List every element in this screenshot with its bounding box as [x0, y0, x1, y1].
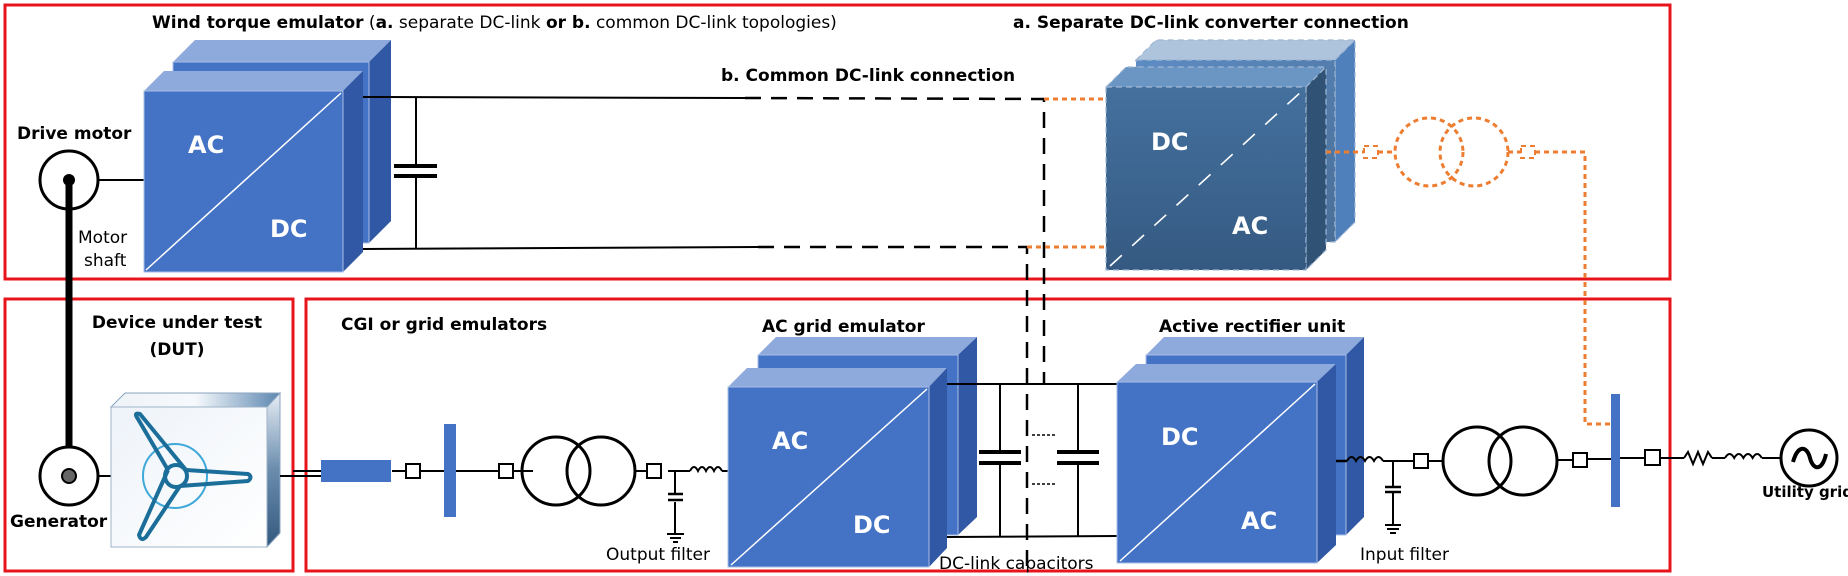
cgi-frame: [304, 297, 1672, 573]
dc-link-capacitors-label: DC-link capacitors: [939, 554, 1094, 574]
breaker-icon: [646, 463, 662, 479]
inductor-icon: [1724, 453, 1763, 461]
drive-motor: [38, 149, 144, 476]
motor-shaft-label-line2: shaft: [84, 251, 127, 271]
drive-motor-label: Drive motor: [17, 124, 132, 144]
cgi-title: CGI or grid emulators: [341, 315, 547, 335]
grid-bus-bar: [1611, 394, 1620, 507]
utility-grid-label: Utility grid: [1762, 483, 1848, 501]
grid-transformer-icon: [1441, 425, 1559, 497]
grid-impedance: [1660, 449, 1781, 467]
generator-label: Generator: [10, 512, 108, 532]
dc-link-capacitors: [946, 383, 1118, 538]
separate-converter-top-label: DC: [1151, 128, 1189, 156]
output-filter: [667, 492, 684, 543]
separate-dc-link-connection: [1027, 97, 1611, 426]
breaker-icon: [498, 463, 514, 479]
ac-grid-emulator-converter: AC DC: [727, 337, 977, 568]
ac-grid-emulator-label: AC grid emulator: [762, 317, 925, 337]
input-filter: [1336, 456, 1413, 534]
cgi-transformer-icon: [520, 435, 637, 507]
motor-shaft-label-line1: Motor: [78, 228, 127, 248]
rectifier-converter-top-label: DC: [1161, 423, 1199, 451]
wind-torque-converter-bottom-label: DC: [270, 215, 308, 243]
dut-frame: [3, 297, 295, 573]
separate-converter-bottom-label: AC: [1232, 212, 1268, 240]
dut-title-line1: Device under test: [92, 313, 262, 333]
active-rectifier-converter: DC AC: [1116, 337, 1364, 564]
rectifier-converter-bottom-label: AC: [1241, 507, 1277, 535]
generator: [38, 445, 111, 507]
ac-source-icon: [1779, 428, 1839, 488]
cgi-bus-bar: [444, 424, 456, 517]
wind-turbine-icon: [133, 411, 253, 542]
breaker-icon: [405, 463, 421, 479]
wind-torque-converter: AC DC: [143, 40, 391, 273]
separate-dc-link-label: a. Separate DC-link converter connection: [1013, 13, 1409, 33]
breaker-icon: [1572, 452, 1588, 468]
wind-torque-emulator-title: Wind torque emulator (a. separate DC-lin…: [152, 13, 837, 33]
input-filter-label: Input filter: [1360, 545, 1449, 565]
common-dc-link-label: b. Common DC-link connection: [721, 66, 1015, 86]
resistor-icon: [1683, 449, 1713, 467]
wind-torque-converter-top-label: AC: [188, 131, 224, 159]
breaker-icon: [1644, 449, 1661, 466]
ac-grid-converter-bottom-label: DC: [853, 511, 891, 539]
separate-dc-link-converter: DC AC: [1104, 38, 1357, 272]
breaker-icon: [1413, 453, 1429, 469]
active-rectifier-label: Active rectifier unit: [1159, 317, 1345, 337]
wind-torque-emulator-frame: [3, 3, 1672, 281]
separate-transformer-icon: [1393, 116, 1465, 188]
dut-box: [109, 391, 321, 549]
motor-shaft-end: [63, 174, 75, 186]
dut-title-line2: (DUT): [149, 340, 204, 360]
output-filter-label: Output filter: [606, 545, 710, 565]
cgi-converter-block: [321, 460, 391, 482]
ac-grid-converter-top-label: AC: [772, 427, 808, 455]
